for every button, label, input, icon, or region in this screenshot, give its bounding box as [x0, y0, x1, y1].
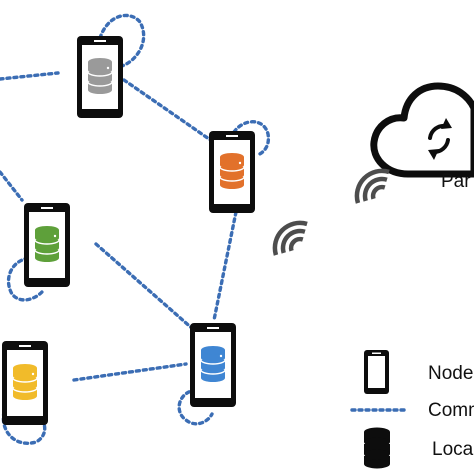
link-green-blue — [94, 242, 196, 332]
database-icon — [219, 153, 245, 189]
phone-node-blue — [190, 323, 236, 407]
wireless-signal-icon — [272, 220, 308, 256]
link-blue-loop — [177, 388, 214, 426]
link-orange-loop — [232, 120, 271, 157]
communication-links — [0, 13, 271, 445]
legend-local-label: Local — [432, 439, 474, 460]
link-offscreen-gray — [0, 71, 60, 81]
link-orange-blue — [212, 210, 238, 322]
database-icon — [87, 58, 113, 94]
wireless-signal-icon — [354, 168, 390, 204]
legend-node-label: Node — [428, 363, 474, 384]
link-offscreen-green — [0, 170, 24, 202]
legend-database-icon — [364, 427, 390, 469]
cloud-sync-icon — [370, 82, 474, 178]
database-icon — [12, 364, 38, 400]
sync-arrows-icon — [428, 118, 452, 160]
phone-node-gray — [77, 36, 123, 118]
link-yellow-blue — [72, 362, 188, 382]
database-icon — [200, 346, 226, 382]
database-icon — [34, 226, 60, 262]
link-green-loop — [6, 256, 44, 302]
cloud-outline — [370, 82, 474, 178]
link-gray-loop — [98, 13, 146, 68]
phone-node-green — [24, 203, 70, 287]
phone-node-yellow — [2, 341, 48, 425]
link-yellow-loop — [1, 410, 47, 445]
link-gray-orange — [122, 78, 224, 150]
legend-comm-label: Comm — [428, 400, 474, 421]
legend-phone-icon — [364, 350, 389, 394]
phone-node-orange — [209, 131, 255, 213]
cloud-label: Par — [441, 171, 471, 192]
